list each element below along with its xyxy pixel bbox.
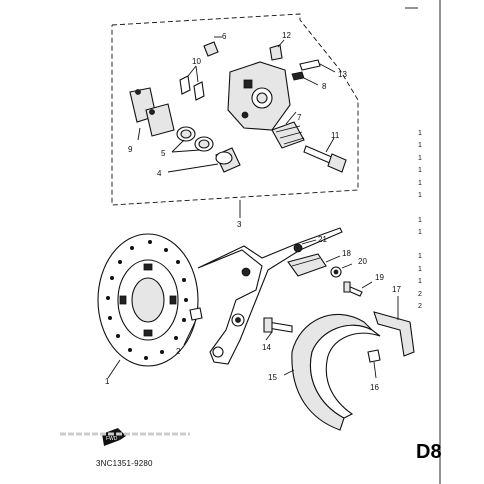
callout-numbers: 1 2 3 4 5 6 7 8 9 10 11 12 13 14 15 16 1…: [105, 31, 401, 392]
guide-washer: [293, 239, 317, 253]
bracket-bolt: [263, 317, 293, 341]
disc-bolt: [183, 307, 203, 346]
svg-text:1: 1: [418, 229, 422, 236]
callout-17: 17: [392, 285, 401, 294]
callout-3: 3: [237, 220, 242, 229]
svg-text:1: 1: [418, 253, 422, 260]
diagram-code: 3NC1351-9280: [96, 459, 153, 468]
svg-text:2: 2: [418, 303, 422, 310]
caliper-assembly-group: [111, 13, 359, 218]
callout-16: 16: [370, 383, 379, 392]
pad-clips: [179, 65, 205, 101]
hose-guide: [287, 253, 341, 277]
callout-11: 11: [331, 131, 340, 140]
svg-text:1: 1: [418, 192, 422, 199]
brake-disc: [97, 233, 199, 379]
piston-seals: [171, 126, 214, 153]
svg-text:1: 1: [418, 217, 422, 224]
bleeder-parts: [291, 59, 336, 86]
callout-1: 1: [105, 377, 110, 386]
callout-18: 18: [342, 249, 351, 258]
svg-text:1: 1: [418, 278, 422, 285]
callout-14: 14: [262, 343, 271, 352]
callout-9: 9: [128, 145, 133, 154]
svg-text:1: 1: [418, 155, 422, 162]
svg-text:1: 1: [418, 180, 422, 187]
callout-21: 21: [318, 235, 327, 244]
callout-15: 15: [268, 373, 277, 382]
callout-8: 8: [322, 82, 327, 91]
callout-12: 12: [282, 31, 291, 40]
svg-text:FWD: FWD: [106, 436, 118, 442]
svg-text:1: 1: [418, 167, 422, 174]
callout-4: 4: [157, 169, 162, 178]
brake-pads: [129, 87, 175, 141]
callout-10: 10: [192, 57, 201, 66]
callout-19: 19: [375, 273, 384, 282]
fwd-arrow-icon: FWD: [102, 428, 126, 446]
svg-text:1: 1: [418, 142, 422, 149]
disc-cover: [283, 313, 381, 431]
bleed-cap: [269, 39, 285, 61]
right-margin-reference-list: 1 1 1 1 1 1 1 1 1 1 1 2 2: [418, 130, 422, 310]
slide-pin-bolt: [303, 137, 347, 173]
svg-text:1: 1: [418, 266, 422, 273]
caliper-piston: [167, 147, 241, 173]
caliper-body: [227, 61, 291, 131]
fork-bracket: [197, 227, 343, 365]
slide-pin-boot: [271, 111, 305, 149]
callout-13: 13: [338, 70, 347, 79]
callout-20: 20: [358, 257, 367, 266]
cover-bolt: [367, 349, 381, 379]
callout-2: 2: [176, 347, 181, 356]
callout-6: 6: [222, 32, 227, 41]
svg-text:2: 2: [418, 291, 422, 298]
guide-nut: [330, 263, 353, 278]
bleed-screw-cap: [203, 36, 222, 57]
svg-text:1: 1: [418, 130, 422, 137]
callout-7: 7: [297, 113, 302, 122]
cover-bracket: [373, 296, 415, 357]
guide-screw: [343, 281, 373, 297]
callout-5: 5: [161, 149, 166, 158]
page-label: D8: [416, 441, 442, 463]
